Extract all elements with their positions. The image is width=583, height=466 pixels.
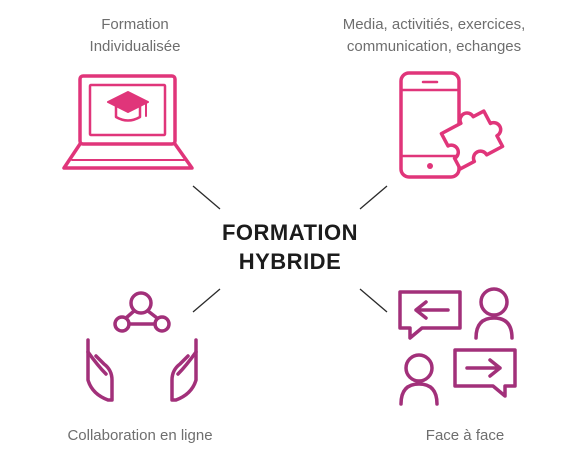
label-face-a-face: Face à face (380, 425, 550, 447)
label-line: Media, activitiés, exercices, (342, 16, 526, 33)
connector-line-bottom-left (192, 288, 221, 313)
center-title-line: HYBRIDE (238, 249, 342, 274)
center-title-line: FORMATION (221, 220, 359, 245)
label-line: communication, echanges (346, 38, 522, 55)
phone-puzzle-icon (399, 71, 505, 179)
label-collaboration-en-ligne: Collaboration en ligne (30, 425, 250, 447)
connector-line-top-left (192, 185, 221, 210)
label-line: Formation (101, 16, 169, 33)
hands-network-icon (86, 291, 198, 402)
label-media-activities: Media, activitiés, exercices, communicat… (300, 14, 568, 58)
laptop-graduation-cap-icon (62, 74, 194, 170)
center-title: FORMATION HYBRIDE (190, 218, 390, 276)
label-line: Collaboration en ligne (67, 427, 213, 444)
connector-line-bottom-right (359, 288, 388, 313)
people-conversation-icon (398, 287, 517, 406)
label-line: Face à face (425, 427, 505, 444)
label-formation-individualisee: Formation Individualisée (40, 14, 230, 58)
label-line: Individualisée (89, 38, 181, 55)
connector-line-top-right (359, 185, 388, 210)
